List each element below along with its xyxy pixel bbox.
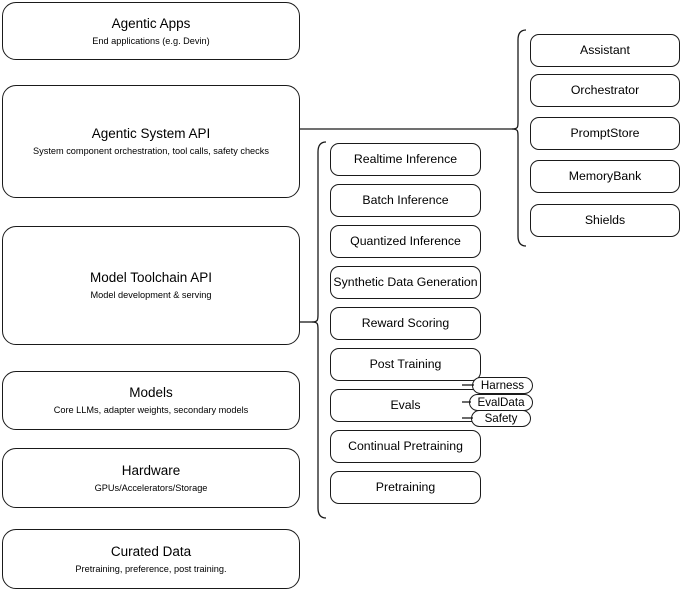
- evals-pill-label: EvalData: [477, 396, 525, 409]
- evals-pill-harness[interactable]: Harness: [472, 377, 533, 394]
- layer-box-hardware[interactable]: Hardware GPUs/Accelerators/Storage: [2, 448, 300, 508]
- capability-label: Reward Scoring: [361, 316, 450, 330]
- component-box-assistant[interactable]: Assistant: [530, 34, 680, 67]
- capability-box-realtime-inference[interactable]: Realtime Inference: [330, 143, 481, 176]
- layer-title: Agentic System API: [91, 126, 211, 141]
- brace-agentic-system-components: [511, 29, 527, 130]
- capability-label: Evals: [390, 398, 421, 412]
- brace-toolchain-capabilities-upper: [311, 141, 327, 323]
- capability-box-batch-inference[interactable]: Batch Inference: [330, 184, 481, 217]
- capability-label: Batch Inference: [362, 193, 449, 207]
- layer-subtitle: GPUs/Accelerators/Storage: [94, 482, 208, 493]
- capability-label: Quantized Inference: [350, 234, 461, 248]
- layer-subtitle: Model development & serving: [90, 290, 212, 300]
- layer-subtitle: End applications (e.g. Devin): [92, 35, 210, 46]
- layer-subtitle: System component orchestration, tool cal…: [33, 146, 269, 156]
- evals-pill-evaldata[interactable]: EvalData: [469, 394, 533, 411]
- layer-box-agentic-system-api[interactable]: Agentic System API System component orch…: [2, 85, 300, 198]
- capability-label: Continual Pretraining: [348, 439, 463, 453]
- component-box-shields[interactable]: Shields: [530, 204, 680, 237]
- brace-agentic-system-components-lower: [511, 128, 527, 247]
- capability-box-reward-scoring[interactable]: Reward Scoring: [330, 307, 481, 340]
- layer-title: Agentic Apps: [111, 15, 191, 31]
- component-label: Assistant: [580, 43, 630, 57]
- capability-box-quantized-inference[interactable]: Quantized Inference: [330, 225, 481, 258]
- layer-subtitle: Pretraining, preference, post training.: [75, 563, 227, 574]
- evals-pill-label: Safety: [484, 412, 518, 425]
- layer-box-curated-data[interactable]: Curated Data Pretraining, preference, po…: [2, 529, 300, 589]
- capability-label: Realtime Inference: [353, 152, 458, 166]
- component-box-orchestrator[interactable]: Orchestrator: [530, 74, 680, 107]
- layer-title: Model Toolchain API: [89, 270, 213, 285]
- layer-title: Hardware: [121, 462, 181, 478]
- capability-box-evals[interactable]: Evals: [330, 389, 481, 422]
- capability-label: Pretraining: [375, 480, 436, 494]
- component-label: MemoryBank: [568, 169, 642, 183]
- layer-title: Models: [129, 385, 173, 400]
- evals-pill-label: Harness: [480, 379, 525, 392]
- capability-label: Synthetic Data Generation: [333, 275, 478, 289]
- component-label: PromptStore: [570, 126, 640, 140]
- component-label: Shields: [584, 213, 626, 227]
- layer-title: Curated Data: [110, 543, 192, 559]
- capability-box-continual-pretraining[interactable]: Continual Pretraining: [330, 430, 481, 463]
- capability-label: Post Training: [369, 357, 442, 371]
- evals-pill-safety[interactable]: Safety: [471, 410, 531, 427]
- layer-box-models[interactable]: Models Core LLMs, adapter weights, secon…: [2, 371, 300, 430]
- component-box-promptstore[interactable]: PromptStore: [530, 117, 680, 150]
- capability-box-post-training[interactable]: Post Training: [330, 348, 481, 381]
- capability-box-synthetic-data-generation[interactable]: Synthetic Data Generation: [330, 266, 481, 299]
- brace-toolchain-capabilities-lower: [311, 321, 327, 519]
- layer-box-agentic-apps[interactable]: Agentic Apps End applications (e.g. Devi…: [2, 2, 300, 60]
- layer-box-model-toolchain-api[interactable]: Model Toolchain API Model development & …: [2, 226, 300, 345]
- capability-box-pretraining[interactable]: Pretraining: [330, 471, 481, 504]
- component-box-memorybank[interactable]: MemoryBank: [530, 160, 680, 193]
- component-label: Orchestrator: [570, 83, 640, 97]
- layer-subtitle: Core LLMs, adapter weights, secondary mo…: [53, 405, 249, 415]
